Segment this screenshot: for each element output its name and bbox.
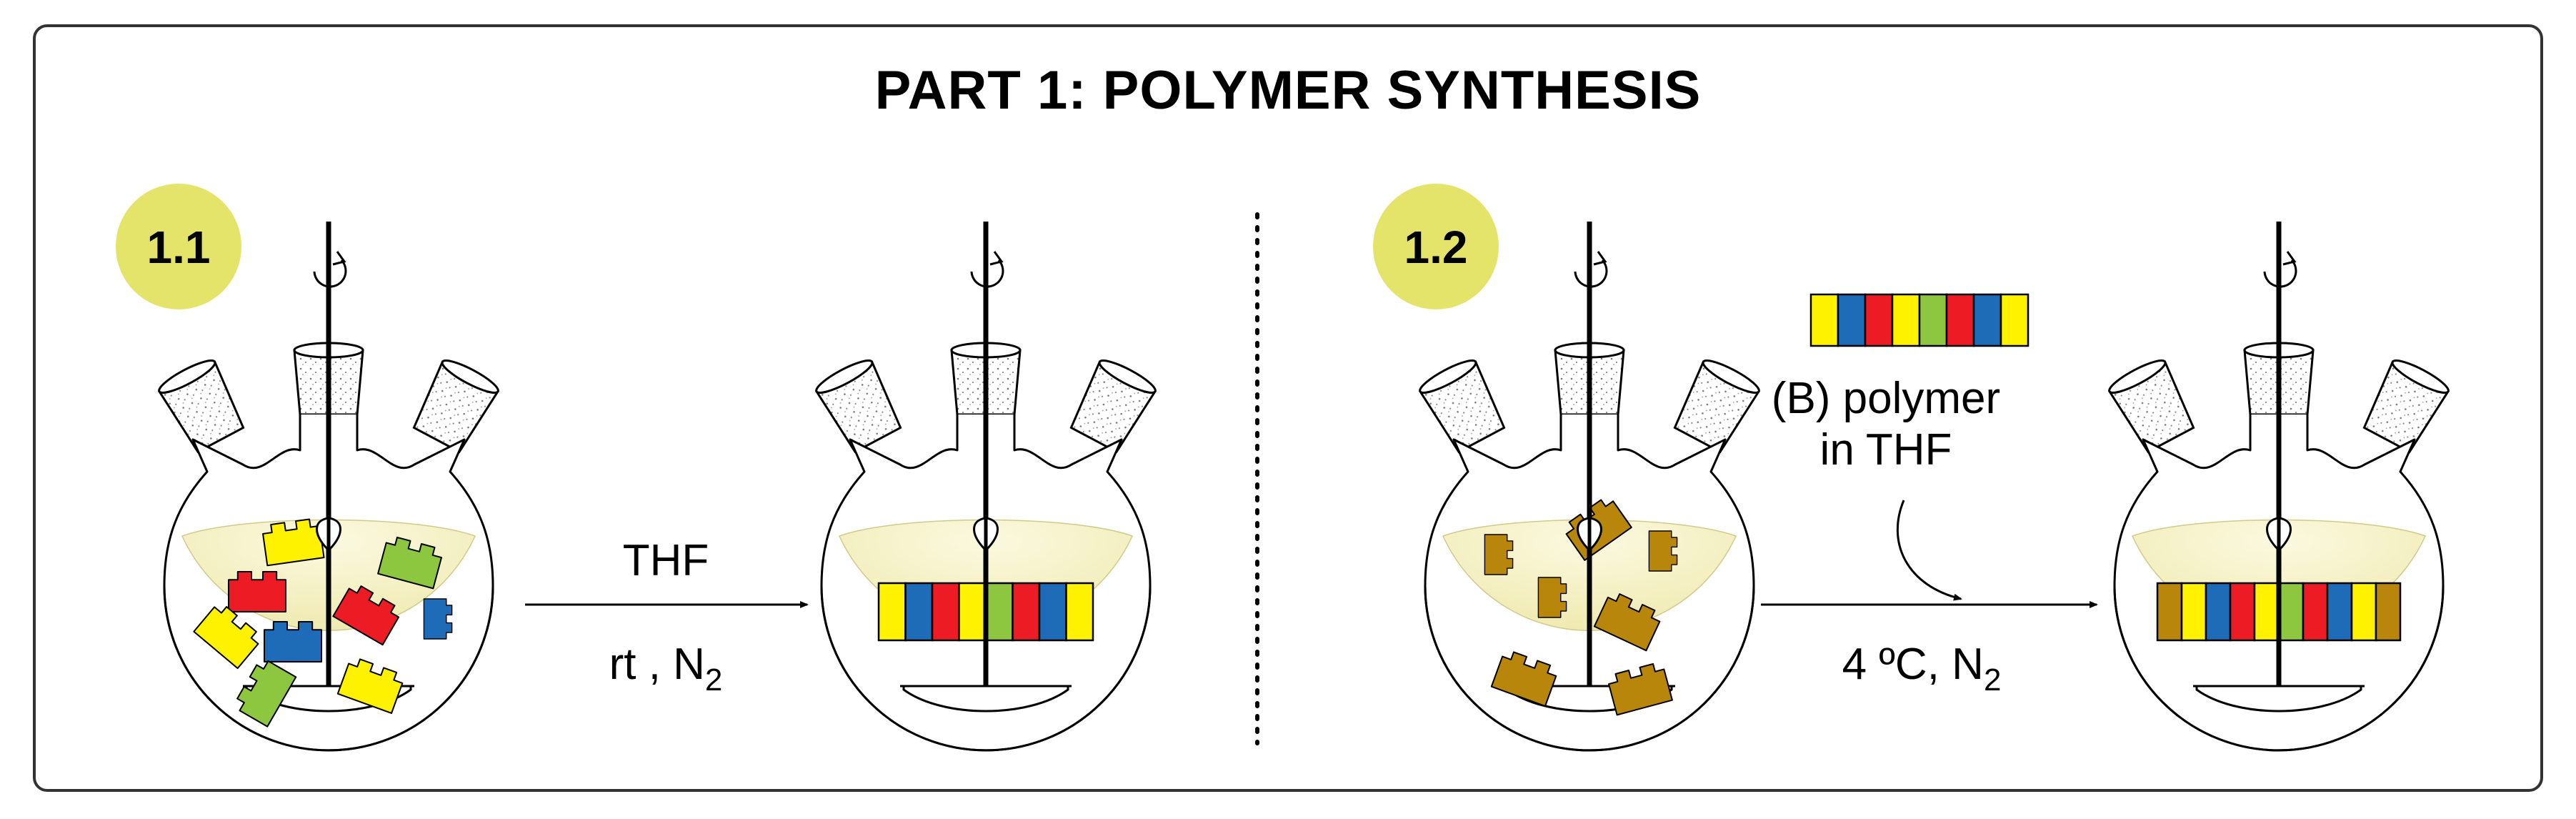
polymer-segment	[1945, 293, 1975, 347]
polymer-segment	[1809, 293, 1839, 347]
polymer-segment	[1837, 293, 1867, 347]
polymer-segment	[1038, 582, 1067, 642]
polymer-segment	[1012, 582, 1041, 642]
addition-arrow	[1897, 500, 1962, 601]
scheme-title: PART 1: POLYMER SYNTHESIS	[875, 60, 1702, 121]
conditions-1-1-sub: 2	[705, 662, 722, 698]
step-label-1-2: 1.2	[1404, 222, 1468, 273]
polymer-segment	[2253, 582, 2280, 642]
polymer-segment	[1891, 293, 1921, 347]
scheme-frame	[33, 24, 2543, 792]
polymer-b-reagent	[1809, 293, 2030, 347]
reagent-thf: THF	[623, 536, 709, 585]
conditions-1-2-main: 4 ºC, N	[1842, 640, 1984, 689]
polymer-segment	[2205, 582, 2232, 642]
polymer-segment	[2302, 582, 2329, 642]
polymer-segment	[2180, 582, 2207, 642]
conditions-1-1-main: rt , N	[609, 640, 705, 689]
polymer-segment	[1972, 293, 2002, 347]
conditions-1-1: rt , N2	[609, 640, 723, 698]
polymer-segment	[2375, 582, 2402, 642]
step-badge-1-1	[116, 184, 241, 309]
polymer-segment	[1864, 293, 1894, 347]
polymer-segment	[984, 582, 1014, 642]
flask-1-1-product	[812, 222, 1160, 752]
flask-1-2-product	[2105, 222, 2453, 752]
step-badge-1-2	[1373, 184, 1499, 309]
step-1-1: 1.1 THF rt , N2	[116, 184, 1160, 752]
polymer-segment	[1065, 582, 1094, 642]
polymer-segment	[931, 582, 960, 642]
polymer-segment	[2350, 582, 2377, 642]
conditions-1-2: 4 ºC, N2	[1842, 640, 2002, 698]
polymer-chain-1-2	[2156, 582, 2402, 642]
reagent-b-line1: (B) polymer	[1772, 374, 2000, 423]
polymer-segment	[2156, 582, 2183, 642]
polymer-segment	[904, 582, 934, 642]
polymer-segment	[1918, 293, 1948, 347]
polymer-segment	[2229, 582, 2256, 642]
reagent-b-line2: in THF	[1820, 425, 1952, 475]
polymer-segment	[877, 582, 907, 642]
conditions-1-2-sub: 2	[1984, 662, 2001, 698]
polymer-segment	[2000, 293, 2030, 347]
step-1-2: 1.2 (B) polymer in THF 4 ºC, N2	[1373, 184, 2453, 752]
polymer-segment	[958, 582, 987, 642]
polymer-segment	[2277, 582, 2305, 642]
step-label-1-1: 1.1	[147, 222, 211, 273]
polymer-segment	[2326, 582, 2353, 642]
